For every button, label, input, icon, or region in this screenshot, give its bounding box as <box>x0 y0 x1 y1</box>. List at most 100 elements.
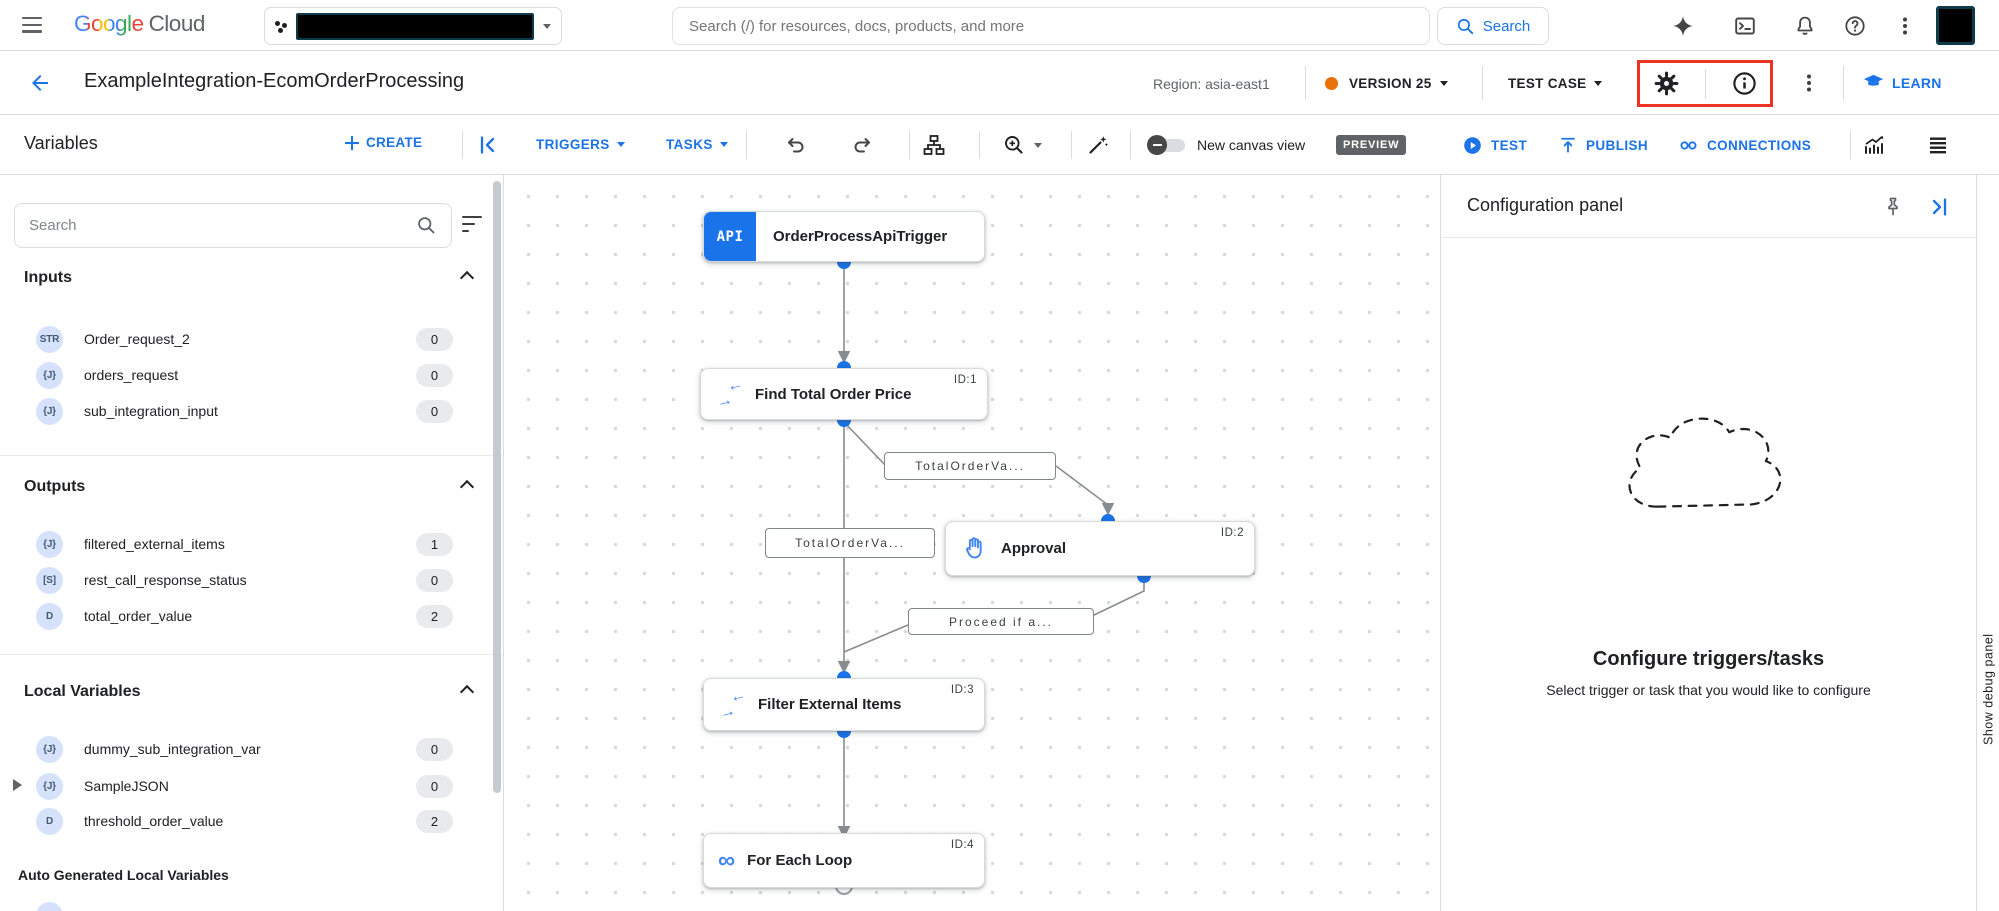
variable-name: SampleJSON <box>84 778 169 794</box>
edge-label[interactable]: TotalOrderVa... <box>765 528 935 558</box>
chevron-up-icon[interactable] <box>459 684 475 700</box>
pin-icon[interactable] <box>1881 195 1905 219</box>
type-badge: {J} <box>36 773 63 800</box>
global-search-input[interactable] <box>689 17 1413 35</box>
project-name-redacted <box>296 12 534 40</box>
publish-label: PUBLISH <box>1586 137 1649 153</box>
expand-arrow-icon[interactable] <box>13 779 22 791</box>
version-status-dot <box>1325 77 1338 90</box>
hamburger-menu-icon[interactable] <box>22 17 42 33</box>
trigger-node-orderprocessapitrigger[interactable]: API OrderProcessApiTrigger <box>703 211 985 262</box>
zoom-dropdown-caret[interactable] <box>1034 143 1042 148</box>
chevron-down-icon <box>1439 81 1448 86</box>
variable-row[interactable]: {J} dummy_sub_integration_var 0 <box>0 735 490 765</box>
learn-cap-icon <box>1863 74 1884 86</box>
divider <box>979 131 980 159</box>
usage-count-pill[interactable]: 0 <box>416 364 453 387</box>
chevron-up-icon[interactable] <box>459 270 475 286</box>
variables-search-box[interactable] <box>14 203 452 248</box>
logo-cloud-text: Cloud <box>148 11 206 36</box>
task-node-approval[interactable]: Approval ID:2 <box>945 521 1255 576</box>
more-options-icon[interactable] <box>1903 24 1907 28</box>
connections-button[interactable]: CONNECTIONS <box>1678 135 1811 156</box>
variable-row[interactable]: [S] rest_call_response_status 0 <box>0 566 490 596</box>
local-variables-section-header: Local Variables <box>24 683 141 700</box>
usage-count-pill[interactable]: 1 <box>416 533 453 556</box>
zoom-icon[interactable] <box>1002 133 1026 157</box>
gemini-sparkle-icon[interactable] <box>1671 14 1695 38</box>
collapse-left-icon[interactable] <box>476 133 500 157</box>
filter-sort-icon[interactable] <box>462 215 484 235</box>
variable-row[interactable]: D threshold_order_value 2 <box>0 807 490 837</box>
global-search-bar[interactable] <box>672 7 1430 45</box>
variable-row[interactable]: {J} sub_integration_input 0 <box>0 397 490 427</box>
learn-label: LEARN <box>1892 74 1942 91</box>
usage-count-pill[interactable]: 0 <box>416 775 453 798</box>
variable-row[interactable]: {J} SampleJSON 0 <box>0 772 490 802</box>
chevron-up-icon[interactable] <box>459 479 475 495</box>
learn-button[interactable]: LEARN <box>1862 71 1942 94</box>
redo-icon[interactable] <box>850 133 874 157</box>
sidebar-scrollbar[interactable] <box>493 181 501 793</box>
info-icon[interactable] <box>1731 70 1758 97</box>
help-icon[interactable] <box>1843 14 1867 38</box>
collapse-right-icon[interactable] <box>1927 195 1951 219</box>
search-button[interactable]: Search <box>1437 7 1549 45</box>
cloud-shell-icon[interactable] <box>1733 14 1757 38</box>
triggers-dropdown[interactable]: TRIGGERS <box>536 137 625 152</box>
task-node-find-total-order-price[interactable]: Find Total Order Price ID:1 <box>700 368 988 420</box>
flow-canvas[interactable]: API OrderProcessApiTrigger Find Total Or… <box>504 175 1441 911</box>
usage-count-pill[interactable]: 0 <box>416 328 453 351</box>
divider <box>909 131 910 159</box>
type-badge: [S] <box>36 567 63 594</box>
edge-label[interactable]: Proceed if a... <box>908 608 1094 635</box>
publish-upload-icon <box>1561 137 1575 153</box>
configuration-panel-header: Configuration panel <box>1441 175 1976 238</box>
usage-count-pill[interactable]: 2 <box>416 605 453 628</box>
task-node-filter-external-items[interactable]: Filter External Items ID:3 <box>703 678 985 731</box>
tasks-dropdown[interactable]: TASKS <box>666 137 728 152</box>
task-node-for-each-loop[interactable]: ∞ For Each Loop ID:4 <box>703 833 985 888</box>
create-variable-button[interactable]: CREATE <box>345 135 422 150</box>
settings-gear-icon[interactable] <box>1653 70 1680 97</box>
variable-row[interactable]: STR Order_request_2 0 <box>0 325 490 355</box>
divider <box>1071 131 1072 159</box>
search-button-label: Search <box>1482 17 1531 35</box>
variable-row[interactable]: D total_order_value 2 <box>0 602 490 632</box>
usage-count-pill[interactable]: 0 <box>416 569 453 592</box>
variable-name: sub_integration_input <box>84 403 218 419</box>
usage-count-pill[interactable]: 2 <box>416 810 453 833</box>
undo-icon[interactable] <box>784 133 808 157</box>
show-debug-panel-strip[interactable]: Show debug panel <box>1976 175 1999 911</box>
variable-row[interactable]: {J} orders_request 0 <box>0 361 490 391</box>
project-selector[interactable] <box>264 7 562 45</box>
usage-count-pill[interactable]: 0 <box>416 400 453 423</box>
notifications-icon[interactable] <box>1793 14 1817 38</box>
avatar[interactable] <box>1936 6 1975 45</box>
variable-name: dummy_sub_integration_var <box>84 741 261 757</box>
usage-count-pill[interactable]: 0 <box>416 738 453 761</box>
preview-badge: PREVIEW <box>1336 135 1407 155</box>
variables-search-input[interactable] <box>29 217 416 234</box>
magic-wand-icon[interactable] <box>1086 133 1110 157</box>
type-badge: STR <box>36 326 63 353</box>
layout-sitemap-icon[interactable] <box>922 133 946 157</box>
test-button[interactable]: TEST <box>1462 135 1527 156</box>
edge-label[interactable]: TotalOrderVa... <box>884 452 1056 480</box>
plus-icon <box>345 135 359 150</box>
test-case-dropdown[interactable]: TEST CASE <box>1508 76 1603 91</box>
new-canvas-view-toggle[interactable] <box>1147 135 1187 155</box>
publish-button[interactable]: PUBLISH <box>1558 135 1648 155</box>
more-options-icon[interactable] <box>1807 81 1811 85</box>
variable-row[interactable]: {J} filtered_external_items 1 <box>0 530 490 560</box>
logs-icon[interactable] <box>1926 133 1950 157</box>
version-dropdown[interactable]: VERSION 25 <box>1349 76 1448 91</box>
search-icon <box>418 217 435 234</box>
chevron-down-icon <box>1594 81 1603 86</box>
project-grid-icon <box>275 20 287 33</box>
back-arrow-icon[interactable] <box>28 71 52 95</box>
auto-generated-section-header: Auto Generated Local Variables <box>18 867 229 883</box>
metrics-icon[interactable] <box>1862 133 1886 157</box>
